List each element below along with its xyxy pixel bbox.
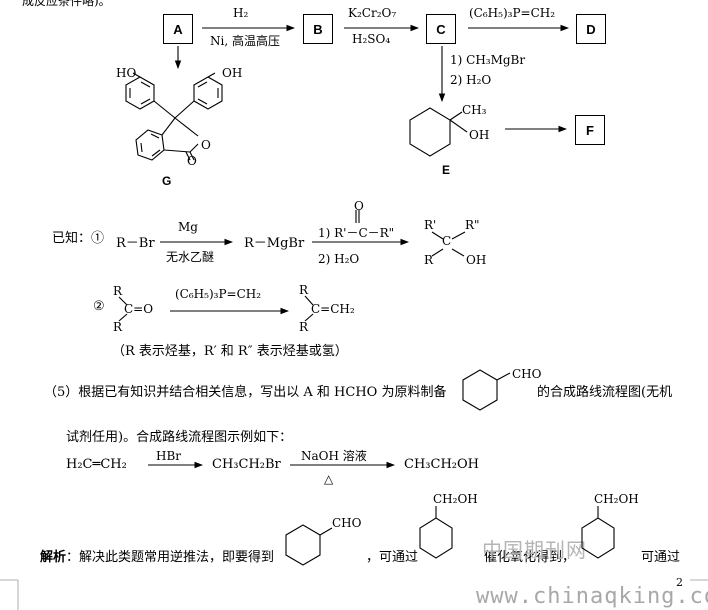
g-phenol-ring-right	[193, 76, 223, 110]
g-carbonyl-o-label: O	[187, 154, 197, 168]
analysis-cho: CHO	[332, 516, 362, 530]
q5-text1: （5）根据已有知识并结合相关信息，写出以 A 和 HCHO 为原料制备	[44, 385, 447, 400]
arrow-ce-step1: 1) CH₃MgBr	[450, 53, 526, 67]
analysis-ch2oh1: CH₂OH	[433, 492, 478, 506]
q5-target-ring	[462, 369, 498, 411]
known-num2: ②	[93, 299, 105, 314]
alk-c: C=CH₂	[311, 302, 355, 316]
alk-r2: R	[299, 320, 309, 334]
compound-g-label: G	[162, 174, 172, 188]
arrow-ab-bottom: Ni, 高温高压	[210, 34, 280, 48]
arrow-bc-bottom: H₂SO₄	[352, 32, 391, 46]
analysis-text3: 催化氧化得到，	[484, 550, 576, 565]
g-benzo-ring	[135, 129, 165, 161]
arrow-ab-top: H₂	[233, 6, 249, 20]
example-ethene: H₂C═CH₂	[66, 457, 127, 472]
g-oh-label: OH	[222, 66, 243, 80]
q5-text3: 试剂任用)。合成路线流程图示例如下：	[66, 430, 293, 445]
example-bromide: CH₃CH₂Br	[212, 457, 281, 472]
known-step1: 1) R'－C－R"	[318, 226, 395, 240]
known-wittig: (C₆H₅)₃P=CH₂	[175, 287, 262, 301]
example-ethanol: CH₃CH₂OH	[404, 457, 479, 472]
box-b: B	[303, 14, 333, 44]
top-cut-text: 成反应条件略)。	[22, 0, 111, 8]
g-phenol-ring-left	[125, 76, 155, 110]
prod-c: C	[442, 234, 452, 248]
g-ring-o-label: O	[201, 138, 211, 152]
analysis-text1: ：解决此类题常用逆推法，即要得到	[66, 550, 275, 565]
analysis-ch2oh2: CH₂OH	[594, 492, 639, 506]
known-rmgbr: R－MgBr	[244, 236, 305, 251]
g-ho-label: HO	[116, 66, 137, 80]
watermark-url: www.chinaqking.com	[476, 584, 708, 609]
e-cyclohexane-ring	[409, 107, 451, 157]
box-f: F	[575, 115, 605, 145]
known-step2: 2) H₂O	[318, 252, 360, 266]
analysis-text2: ，可通过	[366, 550, 419, 565]
ket-r2: R	[113, 320, 123, 334]
compound-e-label: E	[442, 163, 451, 177]
known-r-br: R－Br	[116, 236, 155, 251]
e-oh-label: OH	[469, 128, 490, 142]
example-hbr: HBr	[156, 449, 182, 463]
box-c: C	[426, 14, 456, 44]
prod-oh: OH	[466, 253, 487, 267]
example-naoh: NaOH 溶液	[301, 449, 367, 463]
arrow-bc-top: K₂Cr₂O₇	[348, 6, 397, 20]
alk-r1: R	[299, 283, 309, 297]
analysis-alcohol-ring-2	[581, 517, 615, 559]
prod-r2: R"	[465, 218, 480, 232]
known-note: （R 表示烃基，R′ 和 R″ 表示烃基或氢）	[112, 344, 348, 359]
analysis-alcohol-ring-1	[419, 517, 453, 559]
page-number: 2	[676, 576, 683, 589]
known-ether: 无水乙醚	[166, 250, 215, 264]
known-prefix: 已知：①	[52, 231, 105, 246]
known-mg: Mg	[178, 220, 198, 234]
arrow-cd-top: (C₆H₅)₃P=CH₂	[469, 6, 556, 20]
e-ch3-label: CH₃	[462, 103, 487, 117]
q5-cho: CHO	[512, 367, 542, 381]
q5-text2: 的合成路线流程图(无机	[537, 385, 673, 400]
watermark-cn: 中国期刊网	[482, 538, 587, 562]
box-a: A	[163, 14, 193, 44]
prod-r1: R'	[424, 218, 437, 232]
box-d: D	[576, 14, 606, 44]
example-heat: △	[324, 472, 334, 486]
analysis-aldehyde-ring	[285, 524, 321, 566]
ket-co: C=O	[124, 302, 154, 316]
known-step1-o: O	[354, 199, 364, 213]
ket-r1: R	[113, 284, 123, 298]
analysis-label: 解析	[40, 550, 67, 565]
arrow-ce-step2: 2) H₂O	[450, 73, 492, 87]
analysis-text4: 可通过	[641, 550, 681, 565]
prod-r: R	[424, 253, 434, 267]
